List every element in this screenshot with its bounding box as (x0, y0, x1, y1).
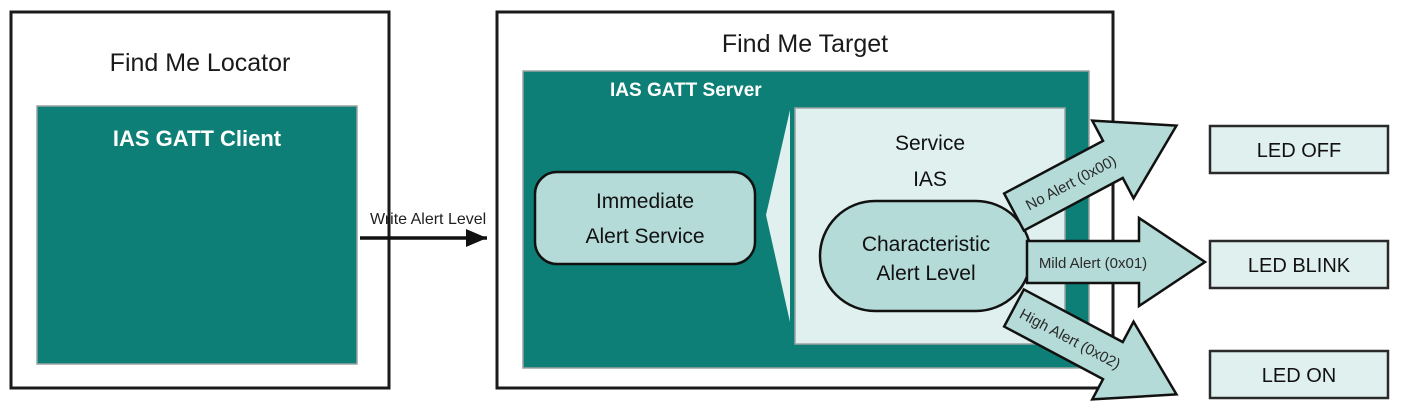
led-off-box (1208, 124, 1390, 175)
ias-gatt-client-label: IAS GATT Client (113, 126, 282, 151)
flow-arrow-mild-alert: Mild Alert (0x01) (1025, 215, 1208, 309)
service-cone-shape (766, 110, 790, 322)
write-alert-level-label: Write Alert Level (370, 211, 486, 228)
led-blink-label: LED BLINK (1248, 255, 1351, 277)
led-blink-box (1208, 239, 1390, 290)
flow-arrow-mild-alert-label: Mild Alert (0x01) (1039, 255, 1147, 272)
find-me-target-title: Find Me Target (722, 30, 888, 58)
led-off-label: LED OFF (1257, 140, 1341, 162)
ias-gatt-server-label: IAS GATT Server (610, 80, 762, 101)
write-alert-level-arrow (360, 229, 487, 247)
characteristic-alert-level-node (818, 199, 1033, 313)
ias-gatt-client-box (36, 105, 358, 365)
led-on-box (1208, 349, 1390, 400)
service-panel-label-line2: IAS (913, 168, 947, 191)
immediate-alert-service-label-line2: Alert Service (585, 225, 704, 248)
characteristic-alert-level-label-line2: Alert Level (876, 262, 975, 285)
immediate-alert-service-label-line1: Immediate (596, 190, 694, 213)
characteristic-alert-level-label-line1: Characteristic (862, 233, 990, 256)
service-panel-label-line1: Service (895, 132, 965, 155)
find-me-locator-title: Find Me Locator (110, 49, 291, 77)
led-on-label: LED ON (1262, 365, 1336, 387)
immediate-alert-service-node (533, 170, 757, 266)
